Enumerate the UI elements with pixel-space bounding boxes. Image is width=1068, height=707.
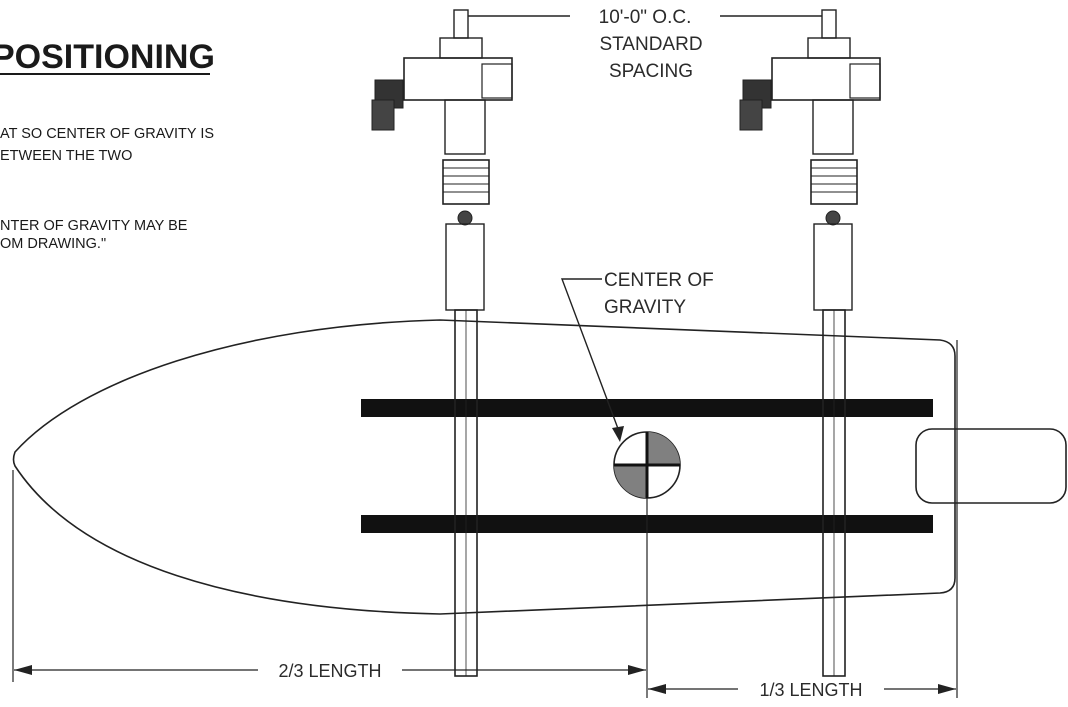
note-line-3: NTER OF GRAVITY MAY BE [0, 218, 188, 234]
heading-group: POSITIONING [0, 38, 215, 76]
spacing-callout: 10'-0" O.C. STANDARD SPACING [468, 7, 822, 82]
cog-leader-line [560, 278, 621, 435]
dimension-label-one-third: 1/3 LENGTH [759, 680, 862, 700]
dimension-two-thirds: 2/3 LENGTH [14, 661, 646, 681]
crossbar-front [361, 399, 933, 417]
cog-label-line-2: GRAVITY [604, 297, 686, 318]
spacing-label-line-3: SPACING [609, 61, 693, 82]
center-of-gravity-symbol [613, 431, 681, 499]
motor-outline [915, 428, 1067, 504]
note-line-4: OM DRAWING." [0, 236, 106, 252]
note-line-1: AT SO CENTER OF GRAVITY IS [0, 126, 214, 142]
spacing-label-line-2: STANDARD [599, 34, 702, 55]
left-post-assembly [371, 9, 513, 677]
notes: AT SO CENTER OF GRAVITY IS ETWEEN THE TW… [0, 126, 214, 252]
right-post-assembly [739, 9, 881, 677]
cog-label-line-1: CENTER OF [604, 270, 714, 291]
cog-leader-arrowhead [612, 426, 624, 442]
dimension-label-two-thirds: 2/3 LENGTH [278, 661, 381, 681]
dimension-one-third: 1/3 LENGTH [648, 680, 956, 700]
page-title: POSITIONING [0, 38, 215, 76]
cog-callout: CENTER OF GRAVITY [560, 270, 714, 442]
boat-hull-outline [12, 319, 956, 615]
note-line-2: ETWEEN THE TWO [0, 148, 132, 164]
spacing-label-line-1: 10'-0" O.C. [599, 7, 692, 28]
